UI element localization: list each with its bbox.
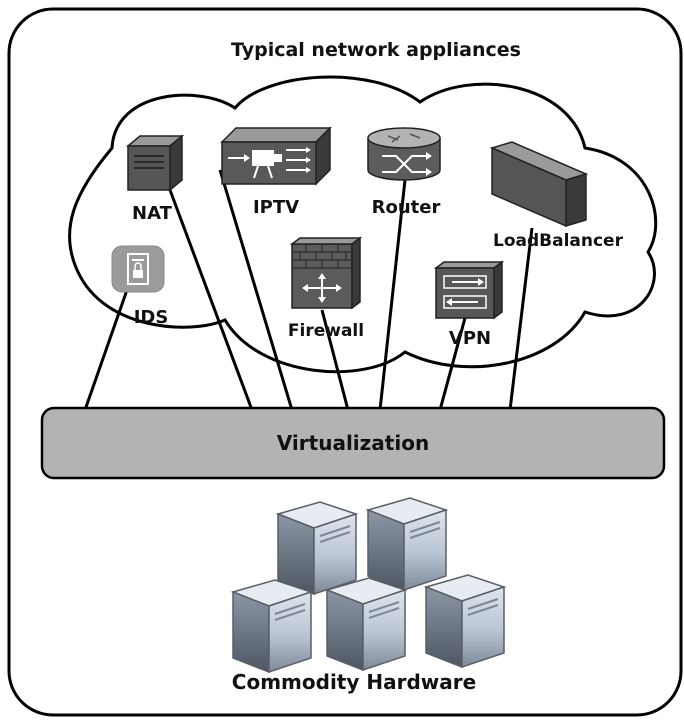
- line-loadbalancer: [508, 227, 534, 411]
- commodity-server-icon: [326, 577, 406, 671]
- title: Typical network appliances: [231, 39, 521, 61]
- commodity-server-icon: [232, 579, 312, 673]
- loadbalancer-label: LoadBalancer: [493, 231, 624, 251]
- hardware-label: Commodity Hardware: [232, 670, 476, 694]
- ids-icon: [111, 245, 165, 293]
- router-icon: [367, 127, 441, 181]
- ids-label: IDS: [134, 307, 169, 328]
- connection-lines: [83, 169, 534, 411]
- line-firewall: [320, 309, 350, 411]
- commodity-server-icon: [367, 497, 447, 591]
- line-nat: [168, 189, 254, 411]
- router-label: Router: [372, 197, 441, 218]
- vpn-icon: [433, 260, 505, 320]
- line-iptv: [218, 169, 294, 411]
- commodity-server-icon: [425, 574, 505, 668]
- firewall-label: Firewall: [288, 321, 364, 341]
- load-balancer-icon: [489, 141, 589, 228]
- nat-label: NAT: [132, 203, 173, 224]
- commodity-server-icon: [277, 501, 357, 595]
- iptv-icon: [220, 126, 332, 186]
- iptv-label: IPTV: [253, 197, 299, 218]
- line-vpn: [438, 317, 467, 411]
- vpn-label: VPN: [449, 328, 491, 349]
- nat-server-icon: [125, 134, 185, 192]
- firewall-icon: [289, 236, 363, 310]
- line-router: [378, 179, 407, 411]
- virtualization-label: Virtualization: [277, 431, 429, 455]
- line-ids: [83, 289, 129, 411]
- virtualization-layer: [40, 406, 666, 480]
